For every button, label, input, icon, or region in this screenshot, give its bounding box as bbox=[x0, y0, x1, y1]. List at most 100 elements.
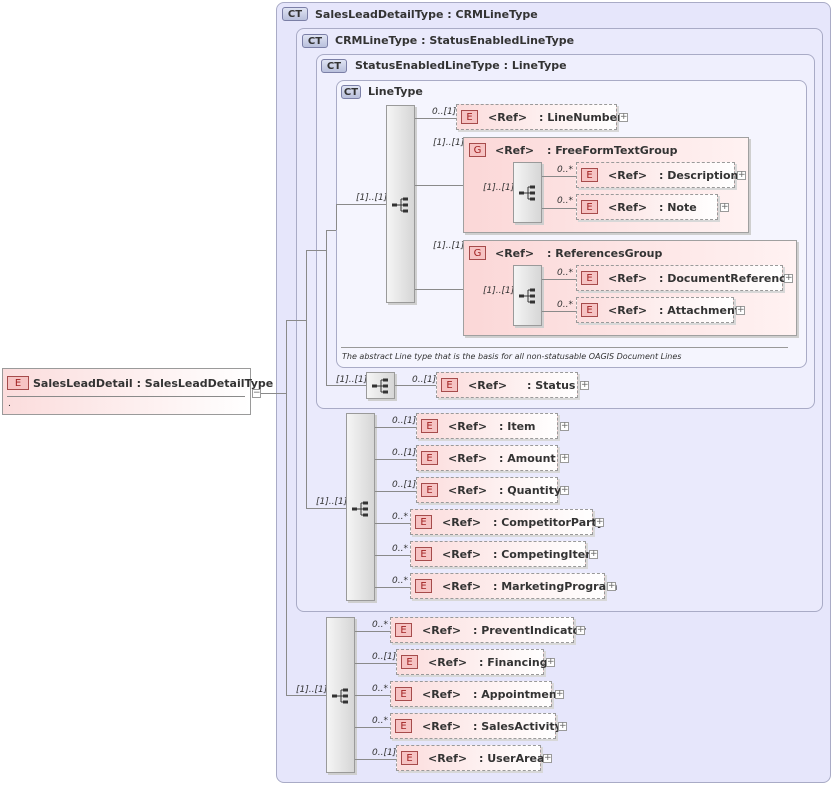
expand-button[interactable]: + bbox=[543, 753, 552, 763]
element-competing-item[interactable]: E <Ref> : CompetingItem bbox=[410, 541, 597, 567]
element-icon: E bbox=[395, 687, 412, 701]
element-quantity[interactable]: E <Ref> : Quantity bbox=[416, 477, 561, 503]
ref-label: <Ref> bbox=[422, 688, 462, 701]
cardinality: [1]..[1] bbox=[483, 286, 515, 296]
connector-line bbox=[375, 491, 416, 492]
sequence-box[interactable] bbox=[513, 162, 542, 223]
expand-button[interactable]: + bbox=[546, 657, 555, 667]
connector-line bbox=[261, 393, 286, 394]
cardinality: 0..* bbox=[557, 165, 573, 175]
element-user-area[interactable]: E <Ref> : UserArea bbox=[396, 745, 545, 771]
expand-button[interactable]: + bbox=[737, 170, 746, 180]
connector-line bbox=[286, 320, 287, 695]
element-icon: E bbox=[7, 376, 29, 390]
element-note[interactable]: E <Ref> : Note bbox=[576, 194, 718, 220]
root-element-annotation: . bbox=[8, 399, 11, 409]
root-element-sales-lead-detail[interactable]: E SalesLeadDetail : SalesLeadDetailType … bbox=[2, 368, 273, 415]
element-icon: E bbox=[395, 719, 412, 733]
expand-button[interactable]: + bbox=[555, 689, 564, 699]
element-name: : Appointment bbox=[473, 688, 562, 701]
cardinality: 0..[1] bbox=[372, 652, 397, 662]
complex-type-icon: CT bbox=[302, 34, 328, 48]
element-name: : DocumentReference bbox=[659, 272, 794, 285]
element-name: : Description bbox=[659, 169, 739, 182]
expand-button[interactable]: + bbox=[560, 485, 569, 495]
element-attachment[interactable]: E <Ref> : Attachment bbox=[576, 297, 740, 323]
element-document-reference[interactable]: E <Ref> : DocumentReference bbox=[576, 265, 793, 291]
expand-button[interactable]: + bbox=[560, 421, 569, 431]
cardinality: 0..[1] bbox=[392, 480, 417, 490]
sequence-icon bbox=[372, 378, 388, 394]
element-financing[interactable]: E <Ref> : Financing bbox=[396, 649, 548, 675]
element-amount[interactable]: E <Ref> : Amount bbox=[416, 445, 558, 471]
cardinality: 0..[1] bbox=[432, 107, 457, 117]
expand-button[interactable]: + bbox=[595, 517, 604, 527]
line-type-documentation: The abstract Line type that is the basis… bbox=[342, 352, 682, 361]
element-icon: E bbox=[401, 655, 418, 669]
sequence-box[interactable] bbox=[366, 372, 395, 399]
cardinality: 0..[1] bbox=[392, 416, 417, 426]
ref-label: <Ref> bbox=[448, 420, 488, 433]
connector-line bbox=[326, 385, 366, 386]
element-name: : Item bbox=[499, 420, 536, 433]
cardinality: 0..* bbox=[557, 300, 573, 310]
collapse-button[interactable]: − bbox=[252, 388, 261, 398]
connector-line bbox=[355, 631, 390, 632]
connector-line bbox=[542, 176, 576, 177]
ref-label: <Ref> bbox=[608, 169, 648, 182]
expand-button[interactable]: + bbox=[619, 112, 628, 122]
ref-label: <Ref> bbox=[448, 452, 488, 465]
sequence-box[interactable] bbox=[326, 617, 355, 773]
element-description[interactable]: E <Ref> : Description bbox=[576, 162, 739, 188]
cardinality: [1]..[1] bbox=[433, 241, 465, 251]
line-type-title: LineType bbox=[368, 85, 423, 98]
element-competitor-party[interactable]: E <Ref> : CompetitorParty bbox=[410, 509, 604, 535]
cardinality: 0..* bbox=[372, 716, 388, 726]
expand-button[interactable]: + bbox=[607, 581, 616, 591]
connector-line bbox=[415, 185, 463, 186]
connector-line bbox=[542, 279, 576, 280]
sequence-icon bbox=[392, 197, 408, 213]
complex-type-icon: CT bbox=[282, 7, 308, 21]
element-icon: E bbox=[421, 483, 438, 497]
element-line-number[interactable]: E <Ref> : LineNumber bbox=[456, 104, 623, 130]
ref-label: <Ref> bbox=[442, 580, 482, 593]
element-prevent-indicator[interactable]: E <Ref> : PreventIndicator bbox=[390, 617, 586, 643]
expand-button[interactable]: + bbox=[720, 202, 729, 212]
sequence-icon bbox=[332, 688, 348, 704]
cardinality: [1]..[1] bbox=[316, 497, 348, 507]
expand-button[interactable]: + bbox=[558, 721, 567, 731]
element-status[interactable]: E <Ref> : Status bbox=[436, 372, 578, 398]
cardinality: 0..* bbox=[372, 620, 388, 630]
group-name: : ReferencesGroup bbox=[547, 247, 663, 260]
sequence-box[interactable] bbox=[513, 265, 542, 326]
expand-button[interactable]: + bbox=[560, 453, 569, 463]
element-name: : UserArea bbox=[479, 752, 545, 765]
ref-label: <Ref> bbox=[608, 272, 648, 285]
element-icon: E bbox=[415, 515, 432, 529]
connector-line bbox=[306, 250, 326, 251]
sequence-box[interactable] bbox=[346, 413, 375, 601]
connector-line bbox=[542, 311, 576, 312]
cardinality: 0..* bbox=[392, 512, 408, 522]
cardinality: 0..* bbox=[557, 196, 573, 206]
sequence-box[interactable] bbox=[386, 105, 415, 303]
expand-button[interactable]: + bbox=[784, 273, 793, 283]
expand-button[interactable]: + bbox=[576, 625, 585, 635]
complex-type-icon: CT bbox=[341, 85, 361, 99]
ref-label: <Ref> bbox=[442, 516, 482, 529]
expand-button[interactable]: + bbox=[736, 305, 745, 315]
element-marketing-program[interactable]: E <Ref> : MarketingProgram bbox=[410, 573, 617, 599]
element-sales-activity[interactable]: E <Ref> : SalesActivity bbox=[390, 713, 562, 739]
connector-line bbox=[355, 759, 396, 760]
expand-button[interactable]: + bbox=[580, 380, 589, 390]
ref-label: <Ref> bbox=[495, 247, 535, 260]
element-item[interactable]: E <Ref> : Item bbox=[416, 413, 558, 439]
cardinality: 0..[1] bbox=[372, 748, 397, 758]
ref-label: <Ref> bbox=[495, 144, 535, 157]
expand-button[interactable]: + bbox=[589, 549, 598, 559]
element-appointment[interactable]: E <Ref> : Appointment bbox=[390, 681, 562, 707]
element-icon: E bbox=[415, 579, 432, 593]
sequence-icon bbox=[519, 185, 535, 201]
connector-line bbox=[355, 727, 390, 728]
